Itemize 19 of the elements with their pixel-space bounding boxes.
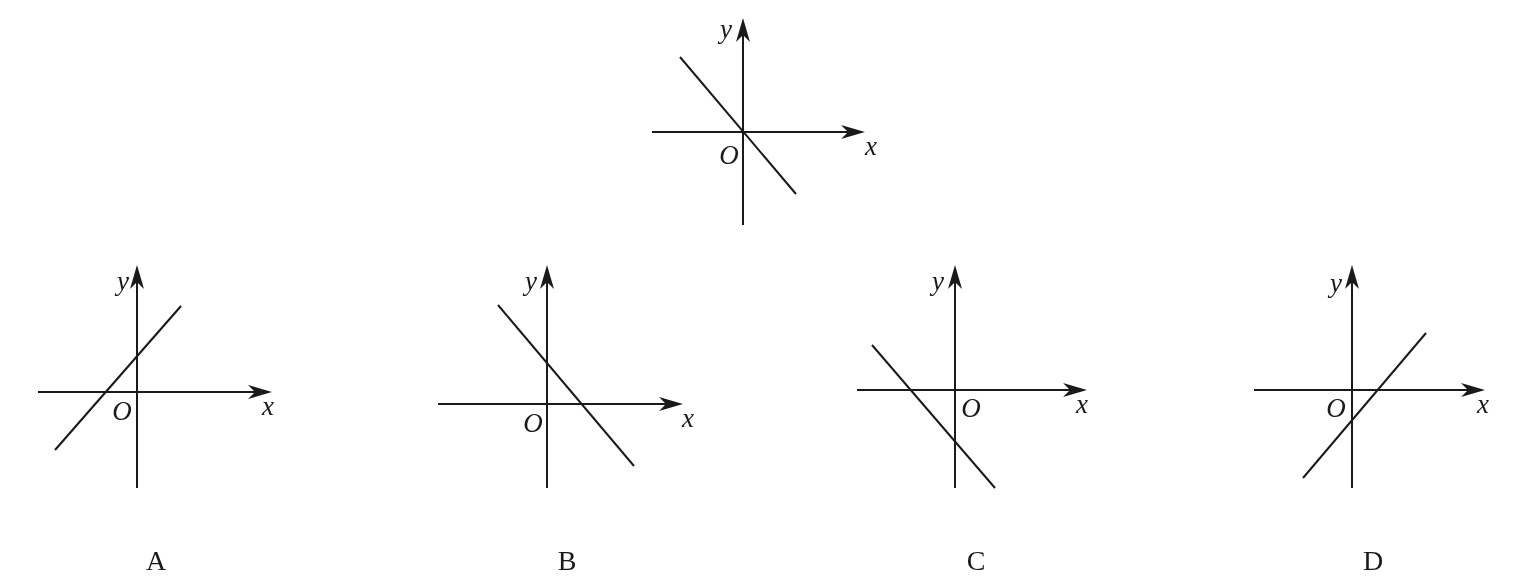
axis-label: y bbox=[932, 267, 944, 295]
axis-label: y bbox=[117, 267, 129, 295]
axis-label: y bbox=[720, 15, 732, 43]
axis-label: O bbox=[1326, 394, 1346, 422]
axis-label: O bbox=[523, 409, 543, 437]
option-label: A bbox=[145, 547, 167, 575]
axis-label: O bbox=[961, 394, 981, 422]
axis-label: y bbox=[1330, 269, 1342, 297]
option-label: D bbox=[1362, 547, 1384, 575]
option-label: B bbox=[557, 547, 577, 575]
axis-label: x bbox=[1477, 390, 1489, 418]
axis-label: x bbox=[865, 132, 877, 160]
axis-label: x bbox=[1076, 390, 1088, 418]
axis-label: x bbox=[682, 404, 694, 432]
axis-label: O bbox=[112, 397, 132, 425]
axis-label: y bbox=[525, 267, 537, 295]
option-label: C bbox=[966, 547, 986, 575]
axis-label: O bbox=[719, 141, 739, 169]
axis-label: x bbox=[262, 392, 274, 420]
